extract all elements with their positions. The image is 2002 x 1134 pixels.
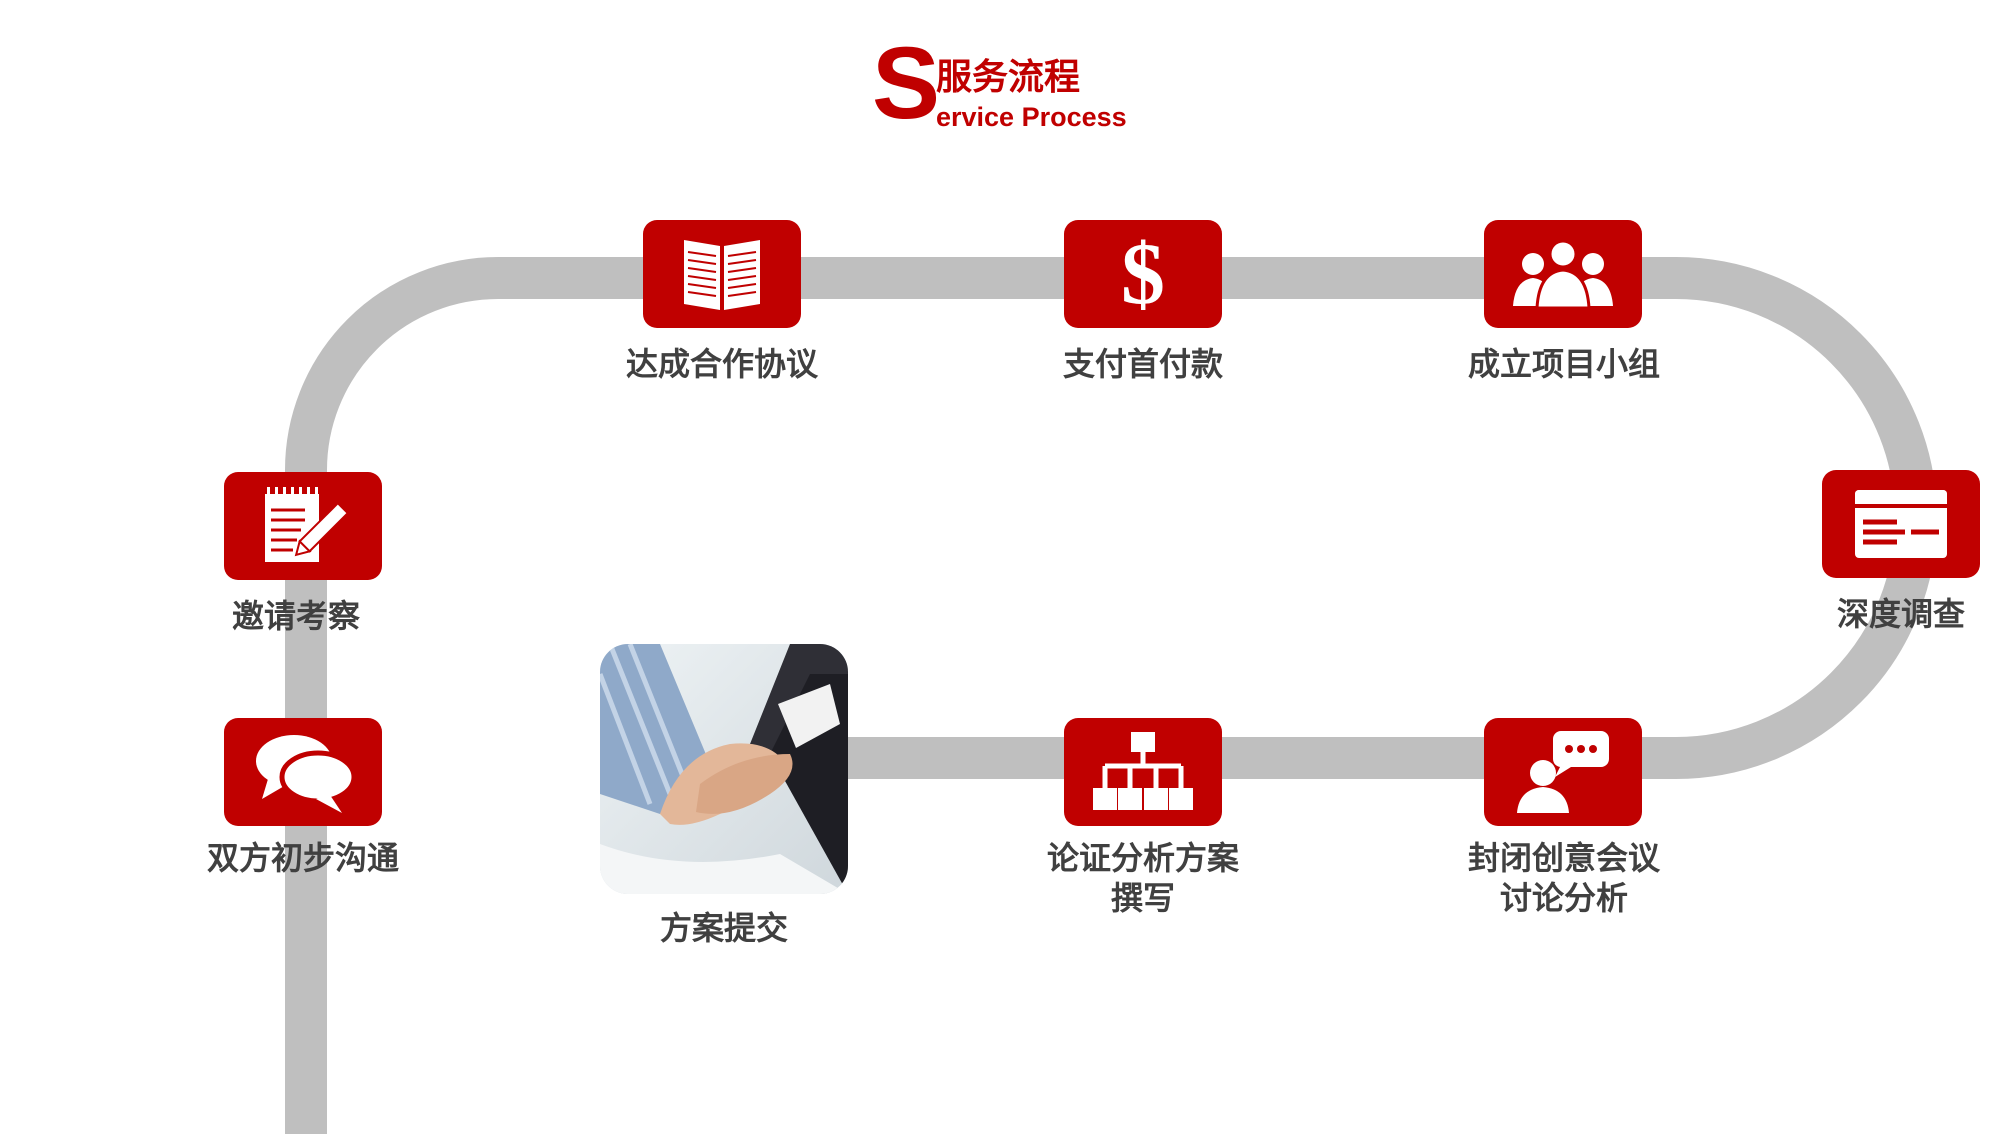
org-chart-icon (1093, 732, 1193, 810)
header-letter-s: S (872, 26, 941, 140)
step-label-invite-inspection: 邀请考察 (231, 597, 360, 635)
speaker-chat-icon (1517, 731, 1609, 813)
notepad-pencil-icon (265, 487, 350, 562)
open-book-icon (684, 240, 760, 310)
dollar-icon: $ (1121, 229, 1165, 319)
step-label-proposal-writing: 论证分析方案 撰写 (1046, 839, 1239, 917)
step-label-project-team: 成立项目小组 (1467, 345, 1660, 383)
team-group-icon (1513, 239, 1613, 310)
step-tile-project-team (1484, 220, 1642, 328)
step-tile-in-depth-survey (1822, 470, 1980, 578)
step-tile-invite-inspection (224, 472, 382, 580)
step-tile-down-payment: $ (1064, 220, 1222, 328)
step-label-in-depth-survey: 深度调查 (1836, 595, 1965, 633)
step-label-initial-communication: 双方初步沟通 (206, 839, 399, 877)
page-subtitle: ervice Process (936, 102, 1127, 132)
step-tile-creative-meeting (1484, 718, 1642, 826)
step-tile-proposal-writing (1064, 718, 1222, 826)
step-label-cooperation-agreement: 达成合作协议 (625, 345, 818, 383)
handshake-photo (600, 644, 848, 894)
document-card-icon (1855, 490, 1947, 558)
speech-bubbles-icon (256, 735, 357, 813)
step-label-down-payment: 支付首付款 (1062, 345, 1223, 383)
step-tile-cooperation-agreement (643, 220, 801, 328)
step-tile-initial-communication (224, 718, 382, 826)
page-header: S 服务流程 ervice Process (872, 32, 1132, 136)
step-label-creative-meeting: 封闭创意会议 讨论分析 (1467, 839, 1660, 917)
page-title: 服务流程 (936, 57, 1081, 98)
svg-text:$: $ (1121, 229, 1165, 319)
step-label-proposal-submission: 方案提交 (659, 909, 788, 947)
